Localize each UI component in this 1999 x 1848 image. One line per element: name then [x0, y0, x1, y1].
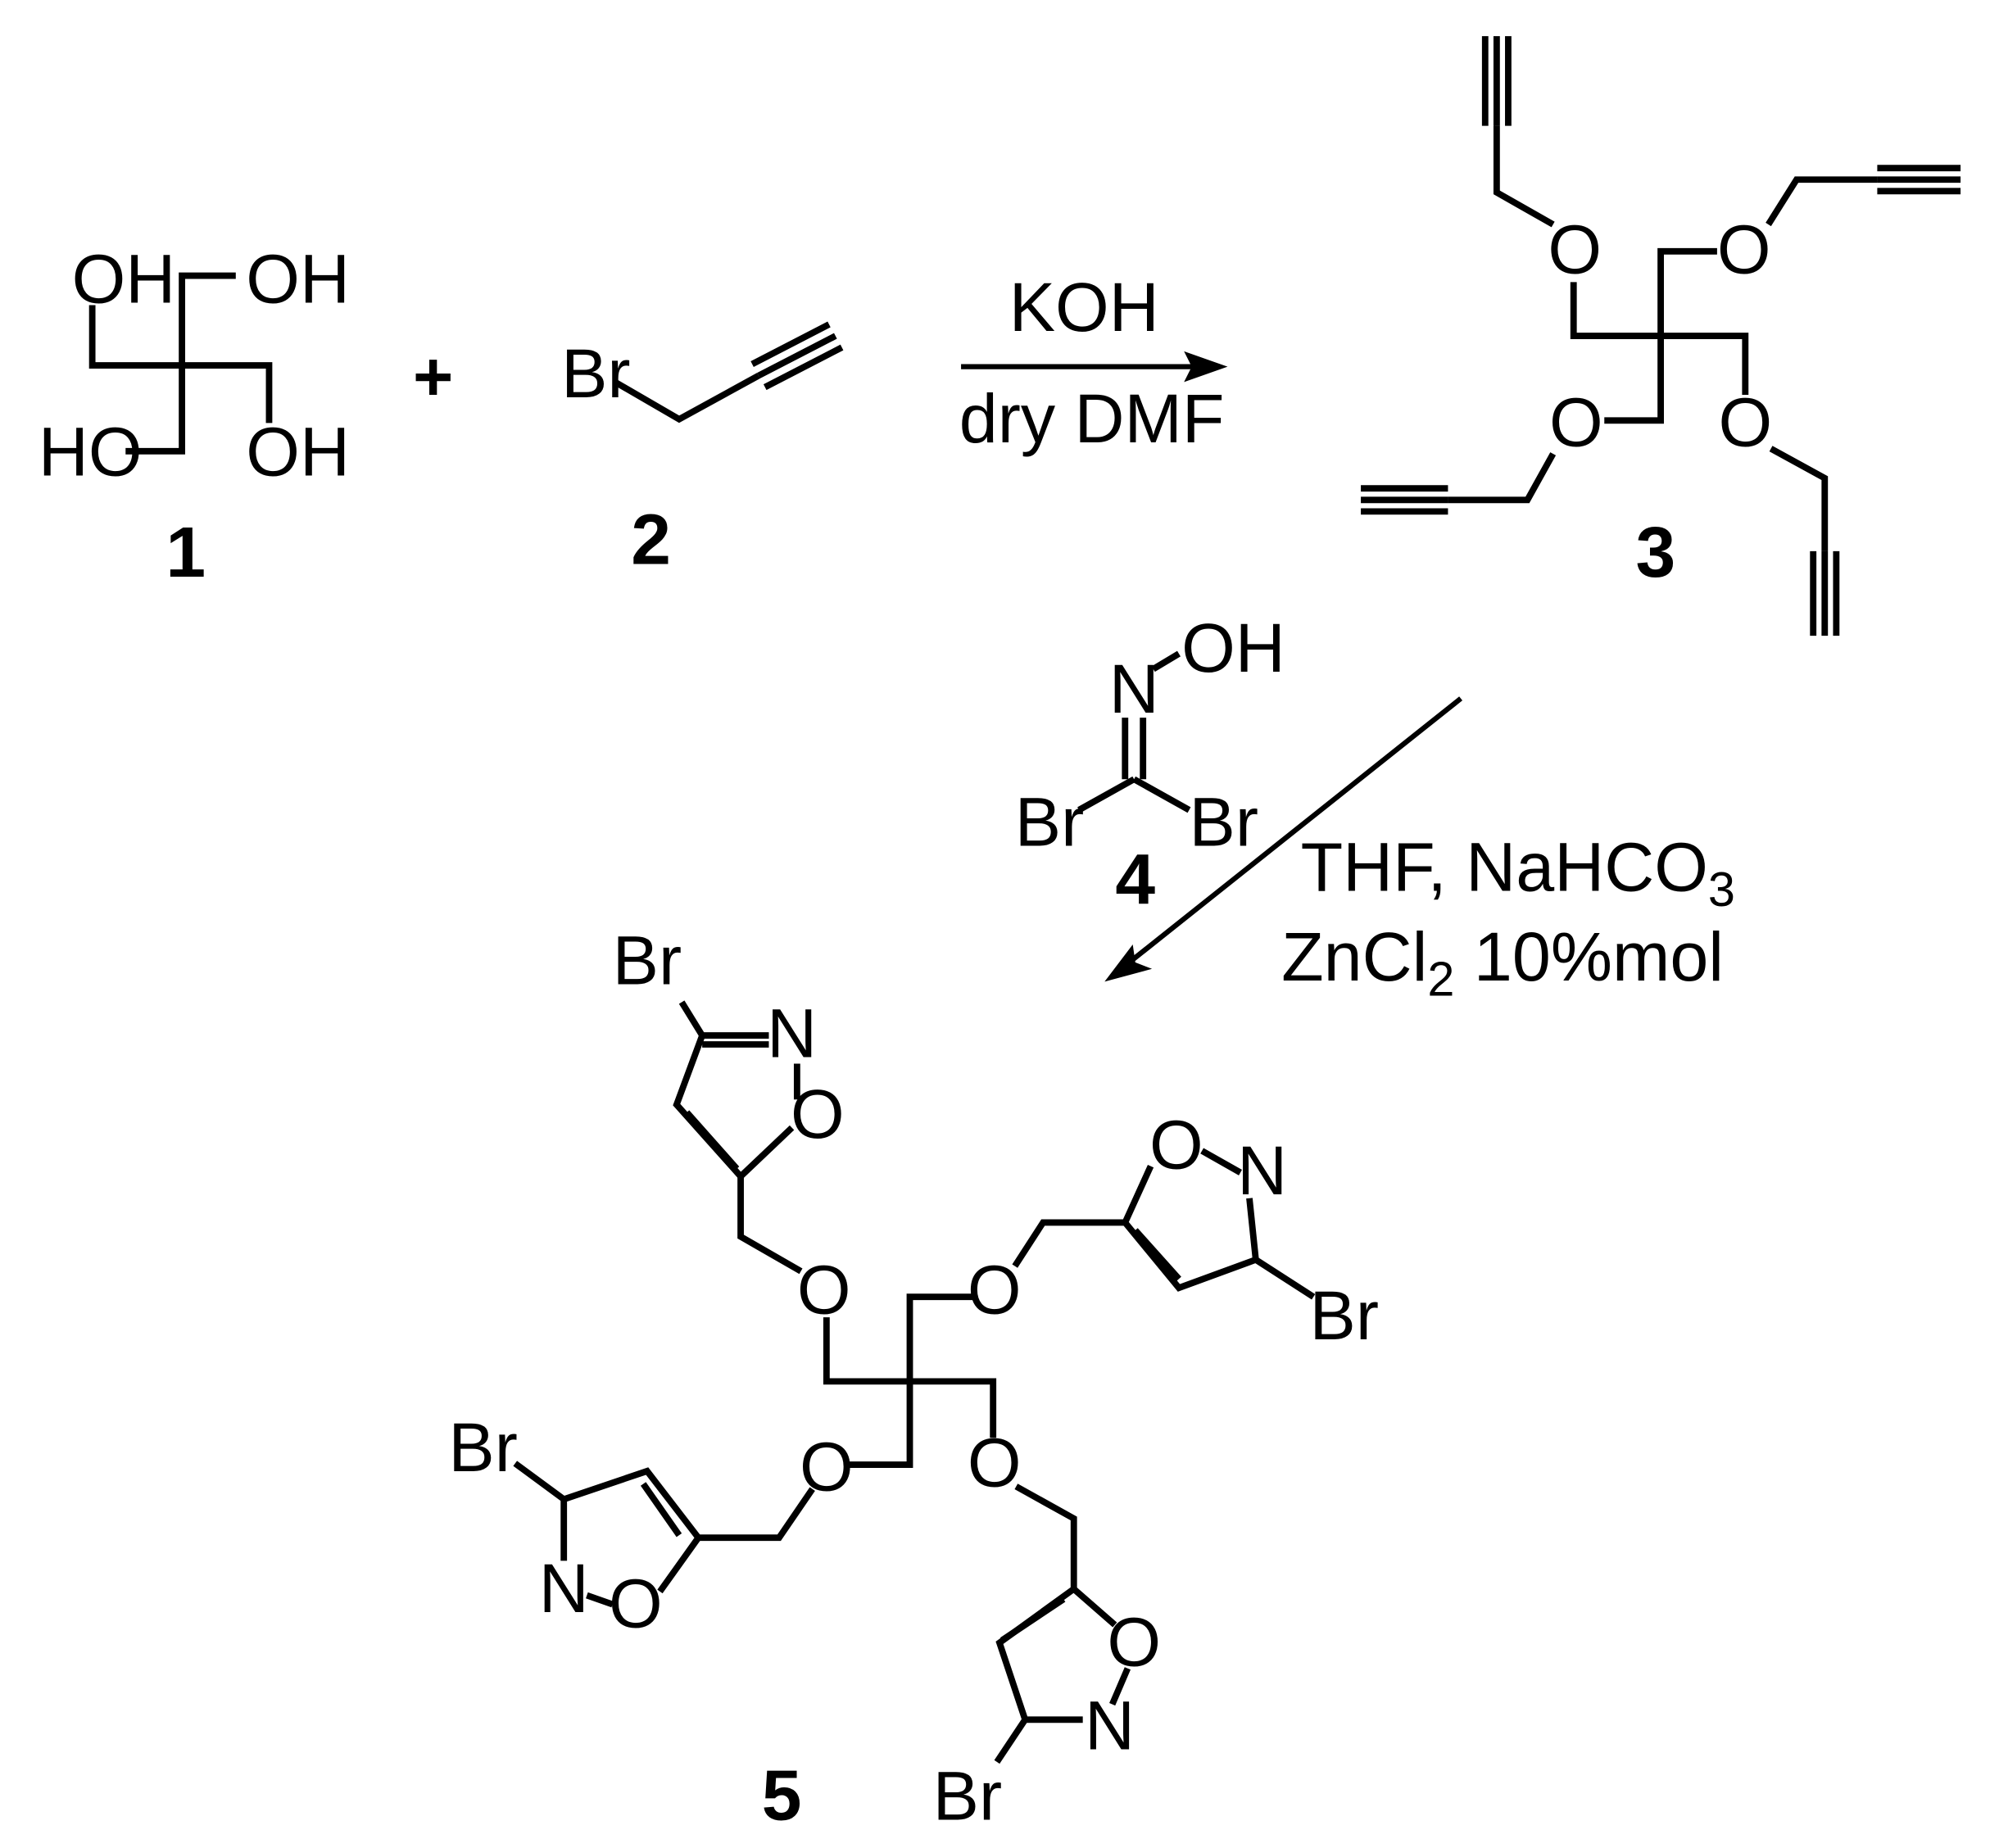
atom-label-o: O [1717, 211, 1771, 288]
atom-label-n: N [1085, 1687, 1135, 1764]
compound-5-structure: Br N O O O N Br O O Br N O O O N Br [448, 922, 1379, 1835]
atom-label-ho: HO [39, 414, 143, 491]
atom-label-br: Br [561, 335, 630, 412]
atom-label-oh: OH [246, 240, 350, 317]
atom-label-n: N [539, 1550, 589, 1627]
compound-1-structure: OH OH HO OH [39, 240, 350, 490]
atom-label-o: O [968, 1424, 1022, 1502]
atom-label-o: O [1549, 384, 1603, 461]
atom-label-o: O [1107, 1604, 1161, 1681]
compound-number-2: 2 [631, 499, 671, 579]
reaction-arrow-step2 [1104, 696, 1463, 982]
atom-label-br: Br [1189, 784, 1258, 861]
reagent-koh: KOH [1009, 269, 1159, 346]
atom-label-o: O [797, 1251, 851, 1328]
compound-number-5: 5 [762, 1755, 802, 1835]
atom-label-n: N [1109, 650, 1159, 727]
reaction-arrow-step1 [961, 351, 1228, 383]
atom-label-oh: OH [1181, 609, 1285, 686]
compound-number-4: 4 [1115, 839, 1155, 919]
compound-number-1: 1 [165, 512, 206, 592]
compound-2-structure: Br [561, 321, 844, 424]
atom-label-br: Br [933, 1757, 1002, 1834]
atom-label-o: O [800, 1428, 854, 1505]
atom-label-o: O [1718, 384, 1772, 461]
solvent-dry-dmf: dry DMF [959, 380, 1225, 457]
atom-label-o: O [968, 1251, 1022, 1328]
atom-label-o: O [609, 1565, 663, 1642]
atom-label-n: N [767, 995, 817, 1072]
compound-3-structure: O O O O [1361, 36, 1961, 636]
atom-label-o: O [1548, 211, 1602, 288]
compound-number-3: 3 [1635, 512, 1675, 592]
atom-label-o: O [791, 1076, 845, 1153]
atom-label-br: Br [1310, 1277, 1379, 1354]
atom-label-oh: OH [72, 240, 176, 317]
plus-sign: + [413, 337, 453, 414]
conditions-thf-nahco3: THF, NaHCO3 [1301, 828, 1735, 917]
atom-label-oh: OH [246, 414, 350, 491]
compound-4-structure: OH N Br Br [1015, 609, 1285, 861]
atom-label-o: O [1149, 1107, 1203, 1184]
atom-label-br: Br [613, 922, 682, 999]
conditions-zncl2: ZnCl2 10%mol [1281, 918, 1724, 1007]
atom-label-br: Br [448, 1409, 517, 1486]
atom-label-n: N [1237, 1132, 1287, 1209]
atom-label-br: Br [1015, 784, 1084, 861]
